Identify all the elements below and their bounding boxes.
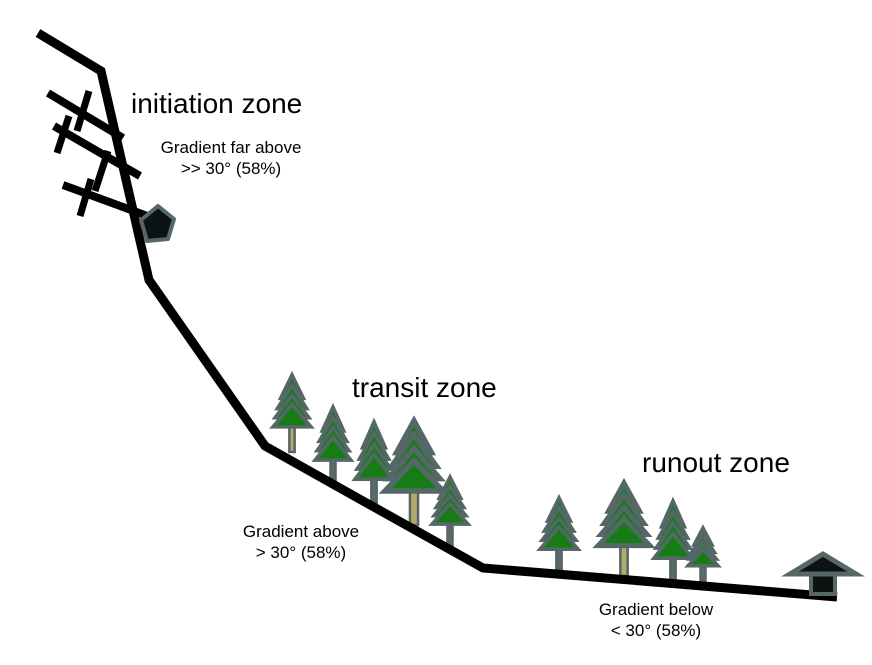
tree-foliage — [592, 515, 656, 549]
tree-foliage — [650, 530, 696, 561]
tree-foliage — [684, 546, 722, 568]
house-icon — [781, 551, 865, 596]
initiation-note-line2: >> 30° (58%) — [180, 159, 282, 178]
initiation-note-line1: Gradient far above — [160, 138, 302, 157]
tree-icon — [684, 524, 722, 586]
tree-icon — [378, 415, 450, 527]
runout-note-line1: Gradient below — [598, 600, 714, 619]
cliff-tick-mark — [76, 178, 95, 217]
transit-note-line2: > 30° (58%) — [255, 543, 347, 562]
cliff-tick-mark — [73, 89, 93, 133]
slope-profile-line — [35, 29, 838, 602]
cliff-tick-mark — [91, 149, 112, 193]
tree-icon — [536, 493, 582, 576]
tree-icon — [428, 473, 472, 549]
runout-note-line2: < 30° (58%) — [610, 621, 702, 640]
tree-foliage — [536, 524, 582, 551]
runout-zone-note: Gradient below < 30° (58%) — [526, 599, 786, 641]
transit-zone-note: Gradient above > 30° (58%) — [171, 521, 431, 563]
tree-foliage — [351, 451, 397, 482]
tree-foliage — [269, 401, 315, 429]
tree-icon — [650, 496, 696, 588]
tree-foliage — [378, 456, 450, 494]
cliff-tick-mark — [53, 114, 73, 155]
initiation-zone-note: Gradient far above >> 30° (58%) — [101, 137, 361, 179]
runout-zone-title: runout zone — [642, 447, 790, 478]
tree-icon — [351, 417, 397, 509]
initiation-zone-title: initiation zone — [131, 88, 303, 119]
house-roof — [781, 551, 865, 577]
tree-foliage — [428, 501, 472, 526]
tree-icon — [311, 402, 355, 488]
tree-icon — [269, 370, 315, 454]
transit-zone-title: transit zone — [352, 372, 497, 403]
transit-note-line1: Gradient above — [242, 522, 360, 541]
tree-icon — [592, 477, 656, 578]
boulder-icon — [139, 204, 176, 243]
tree-foliage — [311, 434, 355, 462]
